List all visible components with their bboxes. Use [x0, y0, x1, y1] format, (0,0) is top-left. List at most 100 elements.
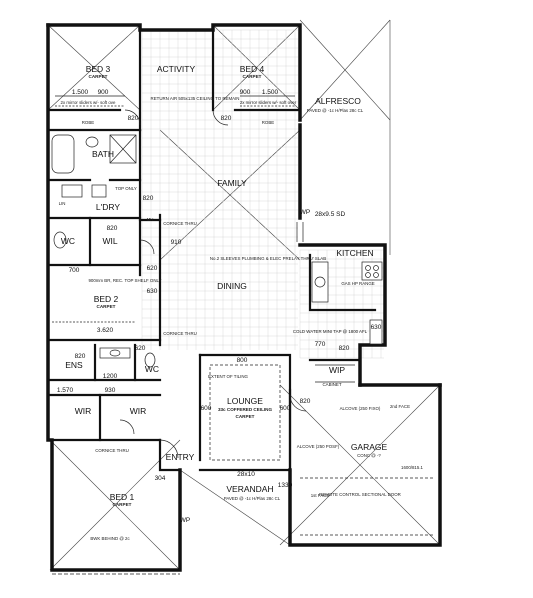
dim-label: 620	[147, 265, 158, 272]
room-bed2-label: BED 2	[94, 294, 119, 304]
door-swing-icon	[124, 109, 141, 126]
room-alfresco-label: ALFRESCO	[315, 96, 361, 106]
face-label: 2nd FACE	[390, 404, 410, 409]
toilet-icon	[53, 231, 67, 249]
dim-label: 3.620	[97, 327, 114, 334]
room-bath-label: BATH	[92, 149, 114, 159]
room-verandah-label: VERANDAH	[226, 484, 273, 494]
dim-label: 900	[240, 89, 251, 96]
room-bed3-floor: CARPET	[89, 74, 108, 79]
dim-label: 900	[98, 89, 109, 96]
dim-label: 820	[339, 345, 350, 352]
room-bed4-floor: CARPET	[243, 74, 262, 79]
linen-label: LIN	[59, 201, 66, 206]
top-only-note: TOP ONLY	[115, 186, 137, 191]
dim-label: 630	[371, 324, 382, 331]
manhole-label: MH	[147, 217, 154, 222]
dim-label: 770	[315, 341, 326, 348]
dim-label: 820	[221, 115, 232, 122]
room-wil-label: WIL	[102, 236, 117, 246]
dimension-labels: 820 820 820 820 620 630 910 820 620 1200…	[75, 115, 382, 489]
dim-label: 1600/815.1	[401, 465, 424, 470]
room-kitchen-label: KITCHEN	[336, 248, 373, 258]
room-activity-label: ACTIVITY	[157, 64, 196, 74]
dim-label: 1.570	[57, 387, 74, 394]
cooktop-note: GAS HP RANGE	[341, 281, 374, 286]
cornice-note: CORNICE THRU	[163, 331, 197, 336]
dim-label: 304	[155, 475, 166, 482]
basin-icon	[109, 349, 121, 357]
face-label: 1st FACE	[311, 493, 330, 498]
verandah-note: PAVED @ -1c H/Plas 28c CL	[224, 496, 281, 501]
dim-label: 1.500	[262, 89, 279, 96]
alcove-label: ALCOVE (250 FIXO)	[340, 406, 381, 411]
room-family-label: FAMILY	[217, 178, 247, 188]
wp-label: WP	[180, 517, 190, 524]
return-air-note: RETURN AIR 505x135 CEILING TO REMAIN	[151, 96, 240, 101]
door-swing-icon	[119, 419, 135, 435]
dim-label: 820	[128, 115, 139, 122]
dim-label: 820	[143, 195, 154, 202]
wp-label: WP	[300, 209, 310, 216]
robe-label: ROBE	[262, 120, 275, 125]
room-garage-label: GARAGE	[351, 442, 388, 452]
basin-icon	[85, 136, 99, 148]
dim-label: 28x10	[237, 471, 255, 478]
fridge-icon	[369, 319, 383, 345]
room-ldry-label: L'DRY	[96, 202, 120, 212]
outer-walls	[46, 23, 442, 572]
dim-label: 600	[201, 405, 212, 412]
door-swing-icon	[289, 394, 307, 412]
alcove-label: ALCOVE (250 POSF)	[297, 444, 340, 449]
robe-note: 2x mirror sliders w/- soft ove	[61, 100, 116, 105]
room-bed2-floor: CARPET	[97, 304, 116, 309]
cornice-note: CORNICE THRU	[163, 221, 197, 226]
cold-water-note: COLD WATER MINI TAP @ 1800 AFL	[293, 329, 368, 334]
alfresco-note: PAVED @ -1c H/Plas 28c CL	[307, 108, 364, 113]
dim-label: 820	[75, 353, 86, 360]
room-wir1-label: WIR	[75, 406, 92, 416]
room-wip-label: WIP	[329, 365, 345, 375]
dim-label: 600	[280, 405, 291, 412]
dim-label: 28x9.5 SD	[315, 211, 346, 218]
room-bed3-label: BED 3	[86, 64, 111, 74]
robe-label: ROBE	[82, 120, 95, 125]
room-bed1-floor: CARPET	[113, 502, 132, 507]
dim-label: 820	[107, 225, 118, 232]
door-swing-icon	[159, 439, 179, 459]
door-swing-icon	[139, 239, 155, 255]
cooktop-icon	[361, 261, 383, 281]
dim-label: 800	[237, 357, 248, 364]
room-lounge-label: LOUNGE	[227, 396, 263, 406]
dim-label: 910	[171, 239, 182, 246]
room-bed1-label: BED 1	[110, 492, 135, 502]
room-entry-label: ENTRY	[166, 452, 195, 462]
robe-note: 900mm BR, REC. TOP SHELF ONLY	[88, 278, 161, 283]
room-wc1-label: WC	[61, 236, 75, 246]
garage-door-note: REMOTE CONTROL SECTIONAL DOOR	[319, 492, 401, 497]
cornice-note: CORNICE THRU	[95, 448, 129, 453]
room-bed4-label: BED 4	[240, 64, 265, 74]
lounge-ceiling-note: 33c COFFERED CEILING	[218, 407, 273, 412]
internal-walls	[46, 23, 377, 472]
room-wc2-label: WC	[145, 364, 159, 374]
washer-icon	[91, 184, 107, 198]
toilet-icon	[144, 352, 156, 368]
fixtures	[51, 95, 435, 536]
dim-label: 1330	[278, 482, 293, 489]
room-ens-label: ENS	[65, 360, 83, 370]
room-dining-label: DINING	[217, 281, 247, 291]
robe-note: 2x mirror sliders w/- soft over	[240, 100, 297, 105]
room-labels: BED 3 CARPET 1.500 900 2x mirror sliders…	[57, 64, 424, 541]
dim-label: 820	[300, 398, 311, 405]
misc-labels: CORNICE THRU CORNICE THRU CORNICE THRU C…	[95, 209, 367, 524]
dim-label: 1.500	[72, 89, 89, 96]
door-swing-icon	[212, 109, 229, 126]
trough-icon	[61, 184, 83, 198]
room-wir2-label: WIR	[130, 406, 147, 416]
dim-label: 930	[105, 387, 116, 394]
sink-icon	[314, 276, 326, 288]
roof-diagonals	[47, 19, 441, 571]
cabinet-label: CABINET	[322, 382, 341, 387]
